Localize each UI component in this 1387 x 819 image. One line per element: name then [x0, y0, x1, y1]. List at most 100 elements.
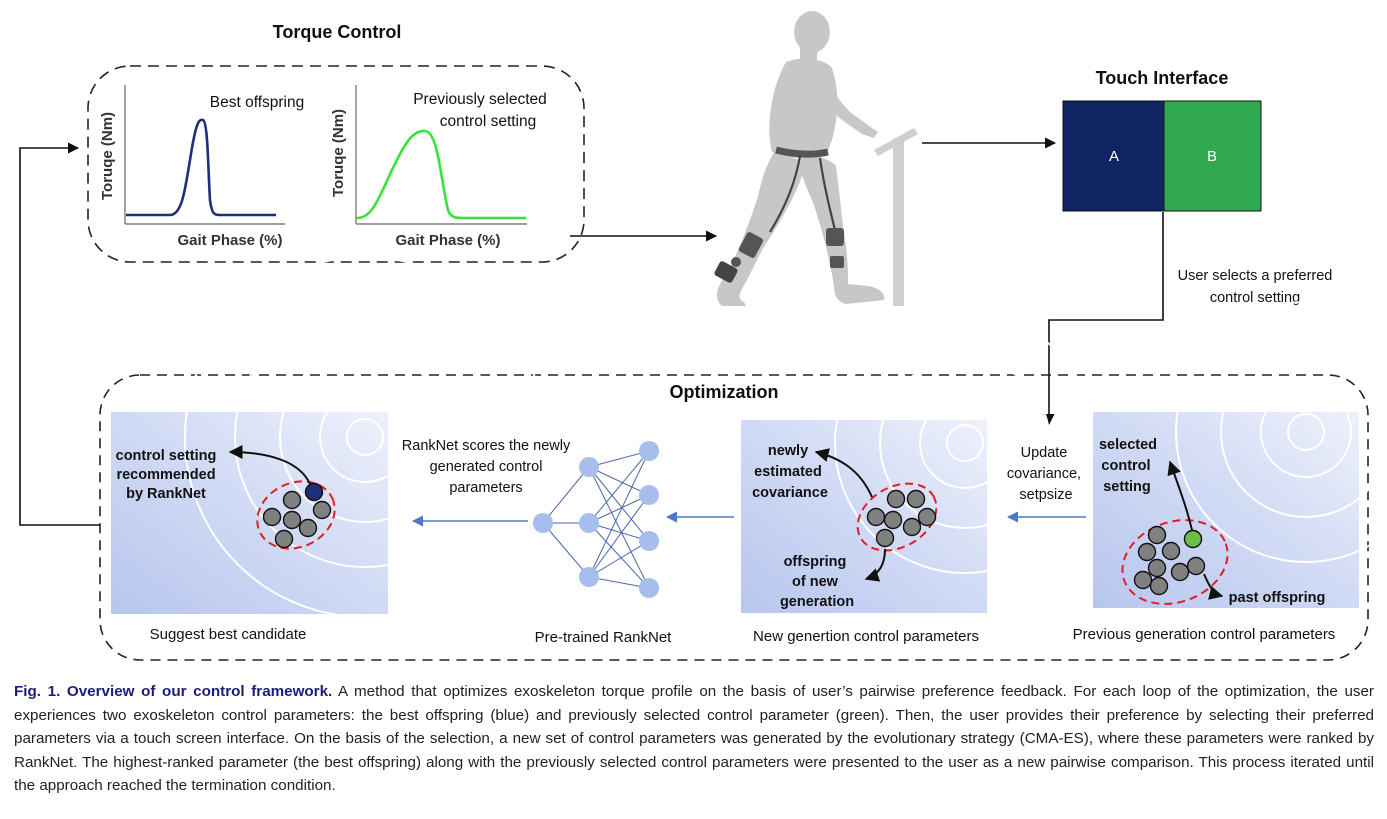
figure-caption: Fig. 1. Overview of our control framewor…: [14, 680, 1374, 798]
exo-shank-front: [830, 256, 844, 268]
offspring-dot: [312, 500, 332, 520]
covariance-ellipse: [256, 480, 336, 550]
panel-new-caption: New genertion control parameters: [753, 628, 979, 645]
recommended-pointer-arrow: [228, 445, 311, 485]
exo-thigh-cuff-back: [738, 232, 764, 258]
optimization-title: Optimization: [670, 382, 779, 402]
network-node: [639, 578, 659, 598]
ranknet-text-2: generated control: [430, 459, 543, 475]
selected-pointer-arrow: [1167, 460, 1193, 531]
offspring-pointer-arrow: [864, 548, 886, 582]
best-offspring-curve: [126, 118, 276, 217]
optimization-box: [99, 374, 1369, 661]
contour-ring: [1260, 386, 1352, 478]
network-edge: [588, 494, 650, 524]
update-text-2: covariance,: [1007, 466, 1081, 482]
offspring-dot: [1170, 562, 1190, 582]
ranknet-network: RankNet scores the newly generated contr…: [402, 438, 672, 646]
offspring-dot: [917, 507, 937, 527]
cane-post: [893, 138, 904, 306]
ranknet-text-1: RankNet scores the newly: [402, 438, 571, 454]
framework-diagram: Torque Control Toruqe (Nm) Gait Phase (%…: [19, 11, 1387, 661]
panel-previous-generation: selected control setting past offspring …: [1073, 301, 1387, 643]
network-node: [639, 441, 659, 461]
left-plot-ylabel: Toruqe (Nm): [99, 112, 116, 200]
contour-ring: [1287, 413, 1325, 451]
person-arm: [808, 70, 878, 138]
past-offspring-pointer-arrow: [1203, 573, 1224, 600]
network-node: [579, 457, 599, 477]
previous-setting-label-2: control setting: [440, 113, 537, 130]
update-text-3: setpsize: [1019, 487, 1072, 503]
network-node: [533, 513, 553, 533]
previous-setting-curve: [356, 129, 526, 220]
network-edge: [588, 494, 650, 578]
offspring-annotation-1: offspring: [784, 554, 847, 570]
network-edge: [542, 522, 590, 578]
offspring-dot: [902, 517, 922, 537]
exoskeleton: [714, 146, 844, 283]
best-offspring-label: Best offspring: [210, 94, 305, 111]
network-edge: [588, 540, 650, 578]
ranknet-text-3: parameters: [449, 480, 522, 496]
network-node: [639, 485, 659, 505]
offspring-dot: [298, 518, 318, 538]
arrow-touch-to-update: [1043, 212, 1164, 426]
network-node: [579, 567, 599, 587]
option-a-button[interactable]: [1062, 100, 1165, 212]
contour-ring: [184, 256, 546, 618]
feedback-loop-arrow: [19, 142, 100, 526]
exo-strap: [769, 155, 802, 233]
person-front-leg: [798, 150, 885, 304]
past-offspring-annotation: past offspring: [1229, 590, 1326, 606]
offspring-dot: [262, 507, 282, 527]
exo-belt: [775, 146, 829, 158]
selected-annotation-2: control: [1101, 458, 1150, 474]
right-plot-xlabel: Gait Phase (%): [395, 232, 500, 249]
panel-new-background: [741, 420, 987, 613]
recommended-annotation-3: by RankNet: [126, 486, 206, 502]
offspring-dot: [282, 510, 302, 530]
contour-ring: [234, 306, 496, 568]
recommended-annotation-2: recommended: [116, 467, 215, 483]
offspring-dot: [1137, 542, 1157, 562]
contour-ring: [1220, 346, 1387, 518]
network-edge: [588, 576, 650, 589]
person-torso: [769, 58, 838, 159]
contour-ring: [346, 418, 384, 456]
offspring-annotation-3: generation: [780, 594, 854, 610]
offspring-dot: [1147, 558, 1167, 578]
recommended-annotation-1: control setting: [116, 448, 217, 464]
touch-interface-title: Touch Interface: [1096, 68, 1229, 88]
network-edge: [588, 450, 650, 578]
left-plot-xlabel: Gait Phase (%): [177, 232, 282, 249]
person-back-leg: [717, 150, 806, 306]
network-edge: [588, 466, 650, 542]
option-b-button[interactable]: [1163, 100, 1262, 212]
figure-caption-body: A method that optimizes exoskeleton torq…: [14, 683, 1374, 794]
network-edge: [588, 450, 650, 524]
previous-setting-plot: Toruqe (Nm) Gait Phase (%) Previously se…: [330, 85, 547, 249]
walker-cane: [874, 128, 918, 306]
torque-control-title: Torque Control: [273, 22, 402, 42]
covariance-annotation-2: estimated: [754, 464, 822, 480]
exo-knee-joint: [731, 257, 741, 267]
offspring-annotation-2: of new: [792, 574, 839, 590]
new-covariance-ellipse: [856, 482, 938, 552]
contour-ring: [279, 351, 451, 523]
selected-annotation-1: selected: [1099, 437, 1157, 453]
contour-ring: [319, 391, 411, 483]
panel-prev-caption: Previous generation control parameters: [1073, 626, 1336, 643]
offspring-dot: [883, 510, 903, 530]
covariance-annotation-1: newly: [768, 443, 808, 459]
previous-setting-label-1: Previously selected: [413, 91, 547, 108]
offspring-dot: [282, 490, 302, 510]
torque-control-box: [87, 65, 585, 263]
contour-ring: [946, 424, 984, 462]
covariance-pointer-arrow: [814, 448, 873, 498]
contour-ring: [879, 357, 1051, 529]
network-edge: [588, 522, 650, 542]
network-edge: [588, 450, 650, 468]
user-selects-note-1: User selects a preferred: [1178, 268, 1333, 284]
walking-person-illustration: [717, 11, 885, 306]
